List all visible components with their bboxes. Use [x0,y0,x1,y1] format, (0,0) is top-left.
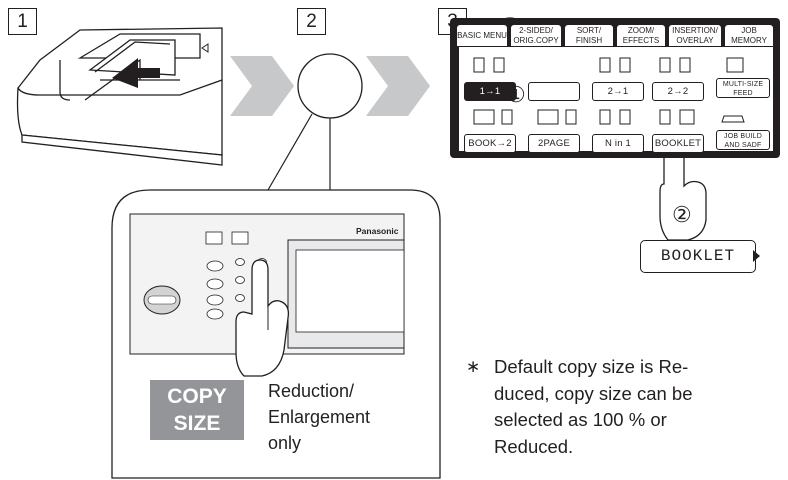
booklet-arrow-icon [753,250,760,262]
chevron-arrow-left [230,56,294,116]
hand-marker-2: ② [672,202,692,227]
panel-button-job-build-sadf[interactable]: JOB BUILD AND SADF [716,130,770,150]
tab-basic-menu[interactable]: BASIC MENU [456,24,508,46]
chevron-arrow-right [366,56,430,116]
panel-icon-row1 [472,56,772,76]
panel-button-multi-size-feed[interactable]: MULTI-SIZE FEED [716,78,770,98]
feed-direction-arrow [112,58,160,88]
hand-marker-1: ① [506,82,526,107]
panel-button-book-to-2[interactable]: BOOK→2 [464,134,516,153]
tab-2-sided-orig-copy[interactable]: 2-SIDED/ORIG.COPY [510,24,562,46]
panel-button-row1-2[interactable] [528,82,580,101]
booklet-button[interactable]: BOOKLET [640,240,756,273]
panel-button-2page[interactable]: 2PAGE [528,134,580,153]
tab-zoom-effects[interactable]: ZOOM/EFFECTS [616,24,666,46]
start-key-circle [297,53,363,119]
step-1-label: 1 [8,8,37,35]
copy-size-label: COPY SIZE [150,380,244,440]
tab-insertion-overlay[interactable]: INSERTION/OVERLAY [668,24,722,46]
reduction-enlargement-text: Reduction/ Enlargement only [268,381,371,453]
brand-logo: Panasonic [356,226,399,236]
panel-button-booklet[interactable]: BOOKLET [652,134,704,153]
control-panel-art [129,213,405,377]
tab-sort-finish[interactable]: SORT/FINISH [564,24,614,46]
panel-icon-row2 [472,108,772,128]
panel-button-n-in-1[interactable]: N in 1 [592,134,644,153]
step-2-label: 2 [297,8,326,35]
document-feeder [16,27,223,166]
panel-button-2-to-2[interactable]: 2→2 [652,82,704,101]
panel-button-1-to-1[interactable]: 1→1 [464,82,516,101]
panel-button-2-to-1[interactable]: 2→1 [592,82,644,101]
note-asterisk: ∗ [466,357,481,376]
